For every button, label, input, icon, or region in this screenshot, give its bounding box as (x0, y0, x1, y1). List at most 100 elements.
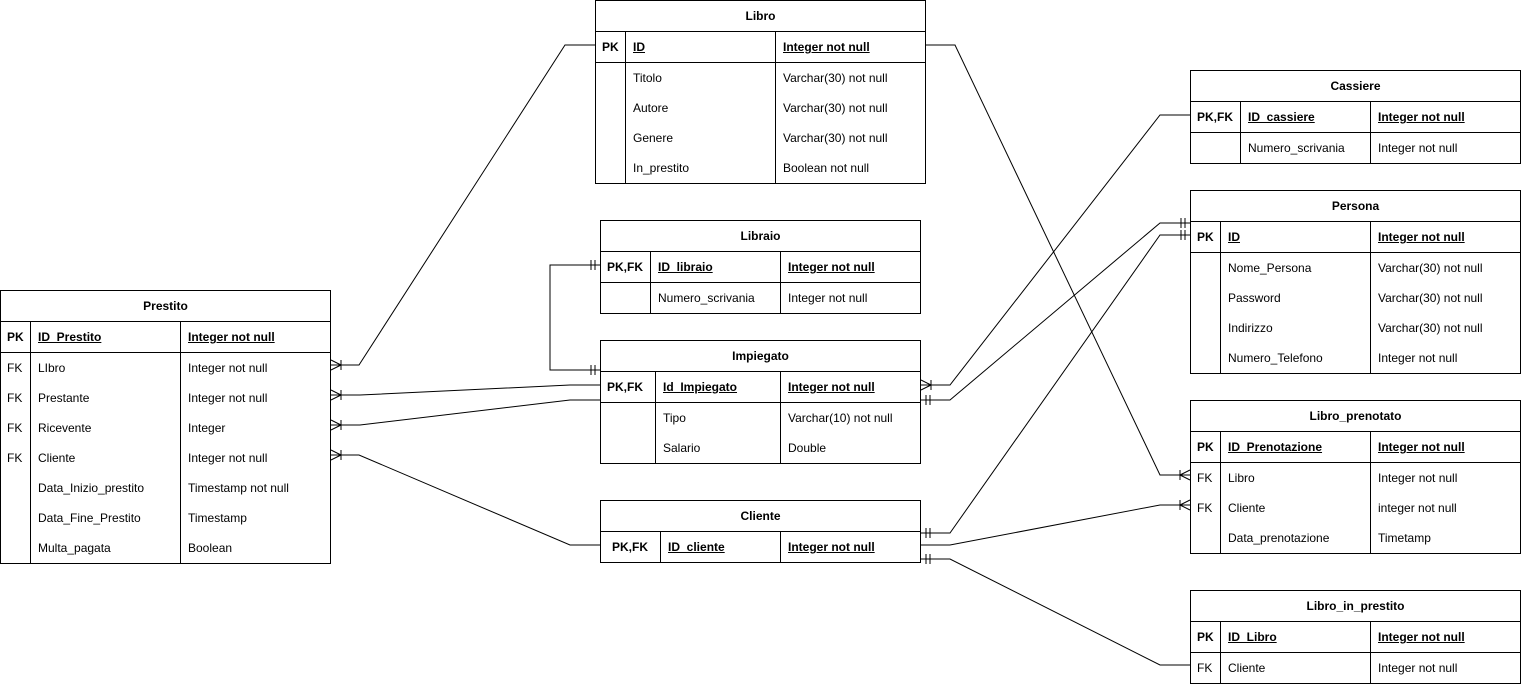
entity-title: Libro (596, 1, 925, 32)
attribute-name: Ricevente (38, 421, 92, 435)
attribute-type: Integer not null (788, 380, 875, 394)
attribute-name: Data_Fine_Prestito (38, 511, 141, 525)
attribute-type: Varchar(30) not null (783, 71, 888, 85)
entity-libro-in-prestito: Libro_in_prestito PK ID_Libro Integer no… (1190, 590, 1521, 684)
key-label: FK (7, 421, 23, 435)
entity-impiegato: Impiegato PK,FK Id_Impiegato Integer not… (600, 340, 921, 464)
key-label (596, 93, 625, 123)
attribute-name: ID_cassiere (1248, 110, 1315, 124)
crows-foot-marker (330, 394, 342, 401)
attribute-type: Boolean (188, 541, 233, 555)
attribute-name: Data_prenotazione (1228, 531, 1330, 545)
entity-title: Libro_prenotato (1191, 401, 1520, 432)
attribute-type: Integer (188, 421, 226, 435)
key-label (1191, 133, 1240, 163)
attribute-name: ID (1228, 230, 1240, 244)
attribute-type: Timestamp (188, 511, 247, 525)
relationship-line (921, 114, 1190, 386)
attribute-type: Timestamp not null (188, 481, 289, 495)
attribute-name: Indirizzo (1228, 321, 1273, 335)
primary-key-row: PK,FK Id_Impiegato Integer not null (601, 372, 920, 403)
attribute-name: Cliente (38, 451, 76, 465)
attribute-name: Autore (633, 101, 669, 115)
attribute-name: In_prestito (633, 161, 690, 175)
attribute-name: Cliente (1228, 661, 1266, 675)
attribute-name: Id_Impiegato (663, 380, 738, 394)
attribute-type: Integer not null (188, 451, 268, 465)
attribute-name: Nome_Persona (1228, 261, 1312, 275)
attribute-type: Varchar(30) not null (1378, 261, 1483, 275)
crows-foot-marker (330, 424, 342, 431)
attribute-type: Integer not null (188, 391, 268, 405)
key-label (1191, 343, 1220, 373)
attribute-type: Varchar(30) not null (1378, 291, 1483, 305)
primary-key-row: PK ID Integer not null (596, 32, 925, 63)
attribute-type: Integer not null (788, 540, 875, 554)
attribute-name: Data_Inizio_prestito (38, 481, 145, 495)
attribute-name: Salario (663, 441, 701, 455)
key-label: FK (1197, 661, 1213, 675)
crows-foot-marker (1179, 504, 1191, 511)
crows-foot-marker (1179, 469, 1191, 476)
attribute-name: Numero_Telefono (1228, 351, 1323, 365)
attribute-name: ID (633, 40, 645, 54)
relationship-line (331, 454, 600, 546)
attribute-type: Varchar(30) not null (783, 131, 888, 145)
attribute-type: Varchar(10) not null (788, 411, 893, 425)
relationship-line (921, 558, 1190, 666)
primary-key-row: PK ID Integer not null (1191, 222, 1520, 253)
key-label (596, 153, 625, 183)
attribute-type: Integer not null (1378, 630, 1465, 644)
relationship-line (921, 234, 1190, 534)
attribute-name: Tipo (663, 411, 686, 425)
entity-title: Impiegato (601, 341, 920, 372)
key-label (1, 473, 30, 503)
key-label (1191, 253, 1220, 283)
attribute-type: Integer not null (1378, 440, 1465, 454)
key-label (596, 63, 625, 93)
key-label: FK (1197, 501, 1213, 515)
key-label: PK,FK (607, 260, 643, 274)
entity-cassiere: Cassiere PK,FK ID_cassiere Integer not n… (1190, 70, 1521, 164)
key-label (601, 403, 655, 433)
attribute-name: Genere (633, 131, 674, 145)
attribute-type: Boolean not null (783, 161, 870, 175)
attribute-type: Integer not null (188, 361, 268, 375)
attribute-name: LIbro (38, 361, 66, 375)
attribute-type: Integer not null (788, 291, 868, 305)
relationship-line (921, 504, 1190, 546)
attribute-name: Prestante (38, 391, 90, 405)
key-label (1191, 523, 1220, 553)
key-label (1191, 313, 1220, 343)
attribute-type: Integer not null (188, 330, 275, 344)
entity-title: Persona (1191, 191, 1520, 222)
relationship-line (331, 384, 600, 396)
key-label: PK (602, 40, 619, 54)
key-label: PK (1197, 630, 1214, 644)
entity-title: Libro_in_prestito (1191, 591, 1520, 622)
attribute-name: Numero_scrivania (1248, 141, 1345, 155)
key-label: FK (7, 451, 23, 465)
primary-key-row: PK ID_Prestito Integer not null (1, 322, 330, 353)
relationship-line (331, 399, 600, 426)
attribute-type: Integer not null (1378, 661, 1458, 675)
attribute-type: Double (788, 441, 827, 455)
attribute-name: Cliente (1228, 501, 1266, 515)
primary-key-row: PK,FK ID_cliente Integer not null (601, 532, 920, 562)
crows-foot-marker (330, 419, 342, 426)
attribute-type: Varchar(30) not null (1378, 321, 1483, 335)
attribute-type: Integer not null (1378, 110, 1465, 124)
attribute-name: Libro (1228, 471, 1255, 485)
attribute-name: Titolo (633, 71, 662, 85)
relationship-line (331, 44, 595, 366)
crows-foot-marker (330, 449, 342, 456)
relationship-line (549, 264, 600, 371)
attribute-name: ID_libraio (658, 260, 713, 274)
crows-foot-marker (920, 379, 932, 386)
key-label (1, 533, 30, 563)
crows-foot-marker (330, 364, 342, 371)
primary-key-row: PK ID_Prenotazione Integer not null (1191, 432, 1520, 463)
attribute-name: Password (1228, 291, 1281, 305)
key-label: PK (7, 330, 24, 344)
